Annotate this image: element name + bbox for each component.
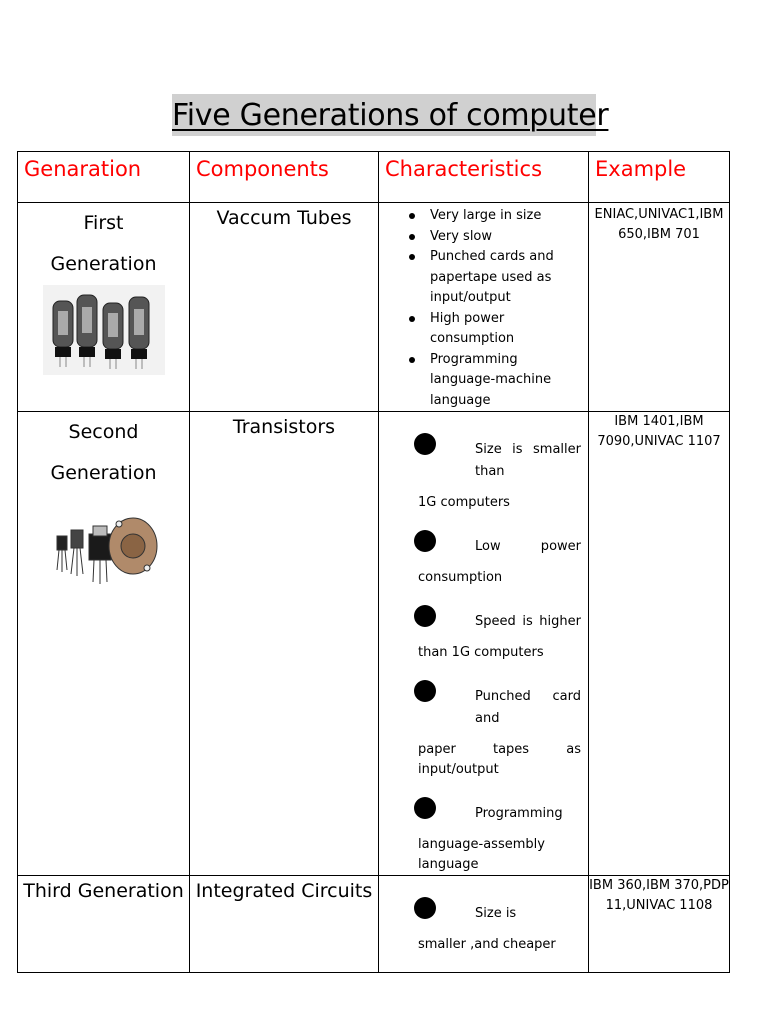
bullet-dot: [414, 433, 436, 455]
component-cell: Vaccum Tubes: [189, 202, 379, 412]
generation-label-line1: First: [83, 212, 124, 234]
generations-table: Genaration Components Characteristics Ex…: [17, 151, 730, 973]
characteristics-cell: Very large in size Very slow Punched car…: [378, 202, 589, 412]
example-text: ENIAC,UNIVAC1,IBM 650,IBM 701: [594, 207, 724, 242]
table-header-row: Genaration Components Characteristics Ex…: [17, 151, 730, 203]
generation-cell: First Generation: [17, 202, 190, 412]
list-item: Very slow: [409, 227, 580, 248]
example-text: IBM 1401,IBM 7090,UNIVAC 1107: [597, 414, 721, 449]
table-row: First Generation: [17, 202, 730, 412]
example-text: IBM 360,IBM 370,PDP 11,UNIVAC 1108: [589, 878, 729, 913]
example-cell: IBM 1401,IBM 7090,UNIVAC 1107: [588, 411, 730, 876]
list-item: Punched card and paper tapes as input/ou…: [379, 680, 588, 780]
page-title: Five Generations of computer: [172, 98, 609, 133]
generation-label-line1: Second: [68, 421, 139, 443]
list-item: Size is smaller than 1G computers: [379, 433, 588, 513]
characteristics-cell: Size is smaller ,and cheaper: [378, 875, 589, 973]
list-item: Size is smaller ,and cheaper: [379, 897, 588, 955]
generation-label-line2: Generation: [50, 462, 157, 484]
characteristics-cell: Size is smaller than 1G computers Low po…: [378, 411, 589, 876]
characteristics-list: Very large in size Very slow Punched car…: [379, 206, 588, 411]
list-item: Programming language-machine language: [409, 350, 580, 412]
title-highlight: [172, 94, 596, 136]
generation-label-line2: Generation: [50, 253, 157, 275]
header-generation: Genaration: [17, 151, 190, 203]
vacuum-tubes-photo: [42, 285, 165, 375]
generation-cell: Second Generation: [17, 411, 190, 876]
generation-cell: Third Generation: [17, 875, 190, 973]
transistors-photo: [56, 517, 157, 584]
list-item: Speed is higher than 1G computers: [379, 605, 588, 663]
bullet-dot: [414, 897, 436, 919]
example-cell: ENIAC,UNIVAC1,IBM 650,IBM 701: [588, 202, 730, 412]
component-cell: Transistors: [189, 411, 379, 876]
table-row: Third Generation Integrated Circuits Siz…: [17, 875, 730, 973]
list-item: Punched cards and papertape used as inpu…: [409, 247, 580, 309]
list-item: Low power consumption: [379, 530, 588, 588]
component-cell: Integrated Circuits: [189, 875, 379, 973]
bullet-dot: [414, 605, 436, 627]
list-item: High power consumption: [409, 309, 580, 350]
header-components: Components: [189, 151, 379, 203]
list-item: Very large in size: [409, 206, 580, 227]
bullet-dot: [414, 680, 436, 702]
header-characteristics: Characteristics: [378, 151, 589, 203]
component-label: Integrated Circuits: [195, 880, 373, 902]
generation-label: Third Generation: [23, 880, 184, 902]
bullet-dot: [414, 530, 436, 552]
component-label: Transistors: [232, 416, 336, 438]
example-cell: IBM 360,IBM 370,PDP 11,UNIVAC 1108: [588, 875, 730, 973]
list-item: Programming language-assembly language: [379, 797, 588, 875]
header-example: Example: [588, 151, 730, 203]
bullet-dot: [414, 797, 436, 819]
component-label: Vaccum Tubes: [216, 207, 352, 229]
table-row: Second Generation Transistors: [17, 411, 730, 876]
